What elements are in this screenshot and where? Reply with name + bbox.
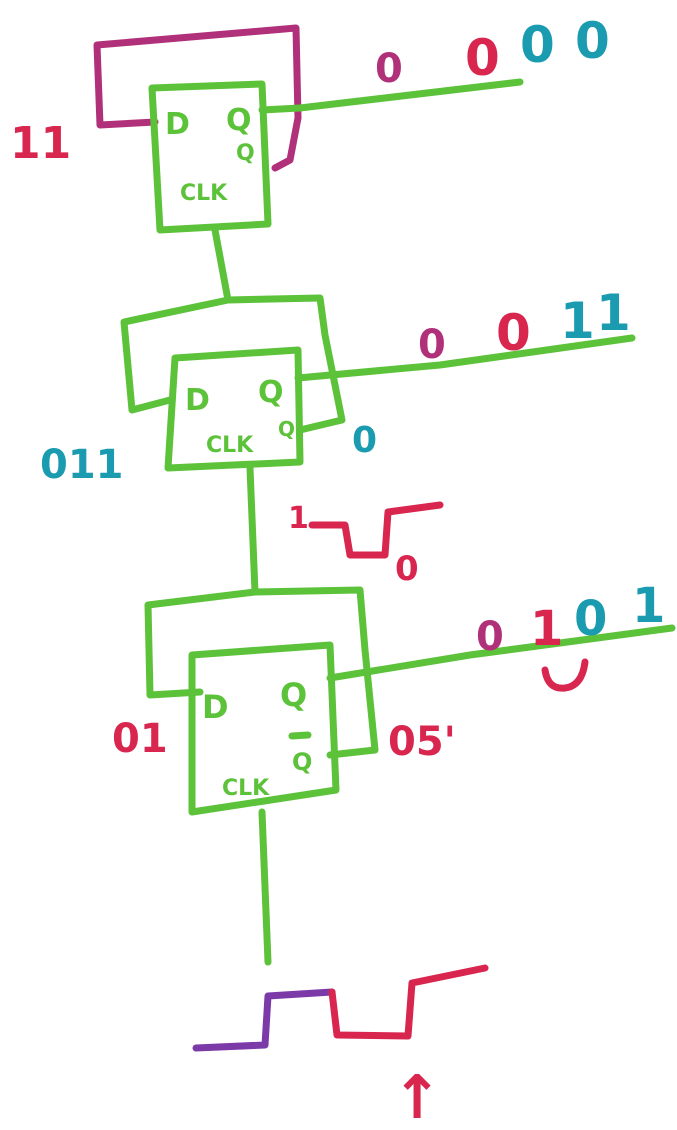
flip-flop-1-output-sequence: 0 0 0 0 (375, 12, 610, 92)
output-1-digit-4: 0 (575, 12, 610, 70)
output-2-digit-4: 1 (596, 284, 631, 342)
input-clock-waveform: ↑ (192, 964, 489, 1130)
flip-flop-2-box (164, 346, 304, 472)
output-3-digit-3: 0 (574, 591, 607, 647)
output-1-digit-3: 0 (520, 16, 555, 74)
output-2-digit-1: 0 (418, 322, 446, 368)
output-1-digit-1: 0 (375, 46, 403, 92)
rising-edge-marker: ↑ (392, 1063, 442, 1130)
flip-flop-3: D Q Q CLK 01 05' 0 1 0 1 (112, 578, 676, 816)
flip-flop-2: D Q Q CLK 011 0 0 0 1 1 (40, 284, 636, 488)
flip-flop-1-qbar-label: Q (236, 141, 255, 166)
output-3-digit-4: 1 (632, 578, 665, 634)
output-wire-3 (326, 624, 676, 682)
feedback-wire-3 (144, 586, 379, 759)
flip-flop-1: D Q Q CLK 11 0 0 0 0 (10, 12, 610, 234)
intermediate-clock-waveform: 1 0 (288, 501, 444, 589)
flip-flop-2-output-sequence: 0 0 1 1 (418, 284, 631, 368)
clock-low-label: 0 (395, 549, 419, 589)
feedback-wire-2 (120, 294, 346, 434)
output-3-underline-mark (541, 658, 589, 692)
flip-flop-1-input-label: 11 (10, 118, 71, 169)
qbar-overline (288, 731, 312, 740)
output-2-digit-3: 1 (560, 292, 595, 350)
clock-waveform-line (308, 501, 444, 559)
output-wire-1 (258, 78, 524, 114)
clock-wire-2-3 (246, 464, 259, 596)
flip-flop-3-qbar-value: 05' (388, 719, 456, 765)
flip-flop-2-d-label: D (185, 383, 210, 418)
clock-waveform-purple (192, 988, 336, 1052)
clock-high-label: 1 (288, 501, 309, 536)
output-wire-2 (294, 334, 636, 382)
flip-flop-3-input-label: 01 (112, 716, 168, 762)
flip-flop-1-box (148, 80, 272, 234)
flip-flop-3-box (188, 641, 340, 816)
flip-flop-1-d-label: D (165, 107, 190, 142)
flip-flop-3-qbar-label: Q (292, 748, 312, 776)
output-3-digit-1: 0 (476, 614, 504, 660)
output-3-digit-2: 1 (530, 601, 563, 657)
flip-flop-2-qbar-value: 0 (352, 420, 377, 461)
flip-flop-3-d-label: D (202, 688, 229, 726)
flip-flop-3-q-label: Q (280, 676, 307, 714)
flip-flop-1-clk-label: CLK (180, 181, 228, 206)
flip-flop-2-clk-label: CLK (206, 433, 254, 458)
clock-waveform-red (328, 964, 489, 1040)
flip-flop-2-qbar-label: Q (278, 417, 295, 441)
output-2-digit-2: 0 (496, 304, 531, 362)
flip-flop-2-q-label: Q (258, 375, 284, 410)
feedback-wire-1 (93, 24, 302, 172)
output-1-digit-2: 0 (465, 29, 500, 87)
flip-flop-1-q-label: Q (226, 103, 252, 138)
clock-wire-1-2 (211, 226, 232, 304)
flip-flop-3-clk-label: CLK (222, 776, 270, 801)
flip-flop-2-input-label: 011 (40, 442, 124, 488)
clock-input-wire (258, 808, 272, 966)
flip-flop-3-output-sequence: 0 1 0 1 (476, 578, 665, 660)
